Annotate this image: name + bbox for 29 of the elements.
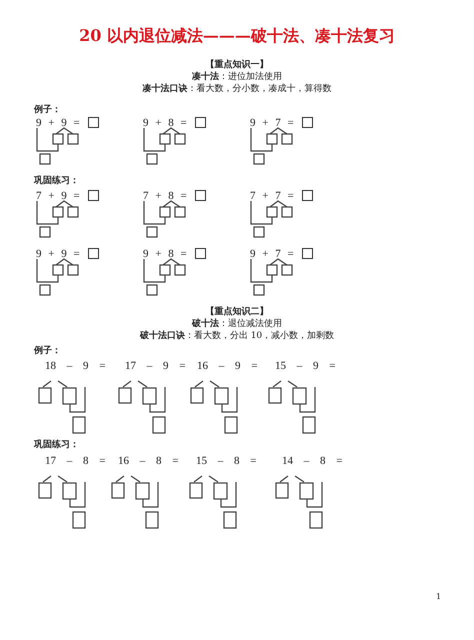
subheading: 例子： (34, 344, 61, 357)
rule-text: 凑十法：进位加法使用 (191, 72, 283, 83)
equation: 9 + 9 = (36, 117, 80, 129)
equation: 7 + 9 = (36, 190, 80, 202)
subheading: 巩固练习： (34, 438, 79, 451)
page-number: 1 (436, 592, 442, 601)
equation: 17 – 8 = (45, 455, 106, 467)
subheading: 例子： (34, 104, 61, 116)
equation: 15 – 9 = (275, 360, 336, 372)
page-title: 20 以内退位减法———破十法、凑十法复习 (78, 26, 396, 46)
equation: 18 – 9 = (45, 360, 106, 372)
equation: 9 + 7 = (250, 117, 294, 129)
equation: 9 + 8 = (143, 248, 187, 260)
section-heading: 【重点知识二】 (204, 307, 270, 318)
equation: 16 – 8 = (118, 455, 178, 467)
rule-text: 凑十法口诀：看大数，分小数，凑成十，算得数 (142, 84, 332, 95)
equation: 7 + 7 = (250, 190, 294, 202)
equation: 9 + 8 = (143, 117, 187, 129)
equation: 14 – 8 = (282, 455, 342, 467)
equation: 9 + 7 = (250, 248, 294, 260)
equation: 16 – 9 = (197, 360, 258, 372)
equation: 7 + 8 = (143, 190, 187, 202)
equation: 17 – 9 = (125, 360, 186, 372)
equation: 9 + 9 = (36, 248, 80, 260)
rule-text: 破十法：退位减法使用 (190, 319, 283, 330)
equation: 15 – 8 = (196, 455, 256, 467)
rule-text: 破十法口诀：看大数，分出 10，减小数，加剩数 (138, 331, 336, 342)
section-heading: 【重点知识一】 (204, 60, 270, 71)
subheading: 巩固练习： (34, 174, 79, 187)
